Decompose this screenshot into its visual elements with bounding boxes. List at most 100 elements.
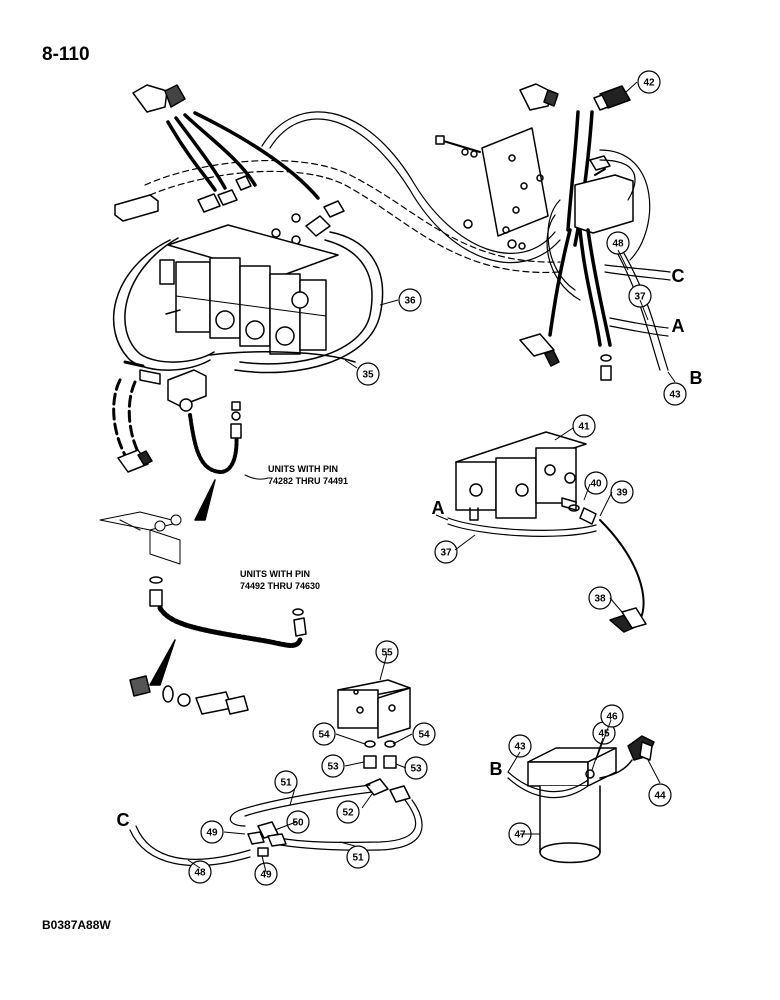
callout-c53b: 53 (404, 756, 428, 780)
callout-c37a: 37 (628, 284, 652, 308)
connection-letter-B2: B (490, 759, 503, 779)
filter-assembly (527, 747, 617, 864)
hose-36 (234, 231, 384, 374)
callout-number: 55 (381, 648, 393, 659)
valve-top-fittings (197, 175, 345, 255)
callout-circle (200, 820, 224, 844)
callout-c53a: 53 (321, 754, 345, 778)
callout-c52: 52 (336, 800, 360, 824)
callout-number: 37 (634, 292, 646, 303)
callout-number: 43 (669, 390, 681, 401)
callout-number: 54 (418, 730, 430, 741)
callout-c49a: 49 (200, 820, 224, 844)
page-number: 8-110 (42, 44, 90, 65)
callout-number: 38 (594, 594, 606, 605)
callout-number: 54 (318, 730, 330, 741)
callout-circle (336, 800, 360, 824)
control-hoses-bundle (166, 111, 320, 200)
callout-number: 53 (327, 762, 339, 773)
callout-circle (508, 734, 532, 758)
callout-circle (286, 810, 310, 834)
callout-c35: 35 (356, 362, 380, 386)
callout-number: 43 (514, 742, 526, 753)
hose-35 (209, 351, 356, 363)
callout-number: 49 (206, 828, 218, 839)
callout-number: 50 (292, 818, 304, 829)
callout-number: 35 (362, 370, 374, 381)
callout-circle (398, 288, 422, 312)
return-hose-44 (599, 759, 633, 779)
callout-number: 51 (352, 853, 364, 864)
relief-valve (123, 360, 207, 412)
note-line: 74492 THRU 74630 (240, 581, 321, 591)
note-line: 74282 THRU 74491 (268, 476, 349, 486)
callout-c49b: 49 (254, 862, 278, 886)
hose-end-44 (627, 735, 655, 761)
callout-number: 40 (590, 479, 602, 490)
callout-c39: 39 (610, 480, 634, 504)
callout-c40: 40 (584, 471, 608, 495)
document-code: B0387A88W (42, 918, 111, 932)
black-hoses-right (566, 110, 580, 232)
callout-circle (610, 480, 634, 504)
downward-hoses (548, 228, 572, 337)
callout-number: 36 (404, 296, 416, 307)
callout-circle (606, 231, 630, 255)
callout-number: 42 (643, 78, 655, 89)
callout-circle (628, 284, 652, 308)
return-hose-long (269, 118, 561, 264)
callout-c55: 55 (375, 640, 399, 664)
pin-range-note-early: UNITS WITH PIN 74282 THRU 74491 (268, 463, 348, 487)
mounting-plate (481, 127, 549, 237)
upper-right-fittings (519, 83, 631, 111)
hose-48-lower (135, 825, 251, 860)
note-line: UNITS WITH PIN (240, 569, 310, 579)
fitting-stack-center (230, 401, 242, 439)
leader-lines (187, 81, 676, 873)
bolt (439, 139, 481, 153)
callout-circle (312, 722, 336, 746)
callout-number: 41 (578, 422, 590, 433)
callout-circle (356, 362, 380, 386)
braided-hose-lower (157, 605, 303, 648)
pin-range-note-late: UNITS WITH PIN 74492 THRU 74630 (240, 568, 320, 592)
hose-37 (447, 517, 597, 531)
callout-number: 48 (612, 239, 624, 250)
braided-hose-upper (188, 413, 239, 474)
callout-number: 46 (606, 712, 618, 723)
hose-loop-left (112, 239, 211, 371)
callout-circle (600, 704, 624, 728)
alt-valve-assembly (99, 511, 182, 565)
callout-c41: 41 (572, 414, 596, 438)
callout-c44: 44 (648, 783, 672, 807)
lower-left-fitting (117, 449, 153, 473)
callout-circle (188, 860, 212, 884)
callout-circle (434, 540, 458, 564)
secondary-valve-right (574, 155, 634, 234)
pilot-dashed-hose (144, 159, 561, 263)
callout-number: 48 (194, 868, 206, 879)
main-control-valve (159, 224, 339, 355)
hose-51-lower (279, 799, 417, 843)
callout-number: 37 (440, 548, 452, 559)
hose-43-lower (507, 771, 589, 793)
connection-letter-A1: A (672, 316, 685, 336)
callout-number: 44 (654, 791, 666, 802)
callout-c48a: 48 (606, 231, 630, 255)
callout-circle (254, 862, 278, 886)
callout-c38: 38 (588, 586, 612, 610)
leader-wedge (194, 479, 216, 521)
hose-end-fitting (292, 608, 307, 637)
callout-circle (572, 414, 596, 438)
top-left-fitting (132, 84, 186, 113)
callout-circle (637, 70, 661, 94)
connection-letter-B1: B (690, 368, 703, 388)
callout-circle (584, 471, 608, 495)
callout-number: 53 (410, 764, 422, 775)
callout-c51b: 51 (346, 845, 370, 869)
oring-fitting-small (149, 576, 163, 607)
callout-c46: 46 (600, 704, 624, 728)
callout-c51a: 51 (274, 770, 298, 794)
hose-end-38 (609, 607, 647, 633)
